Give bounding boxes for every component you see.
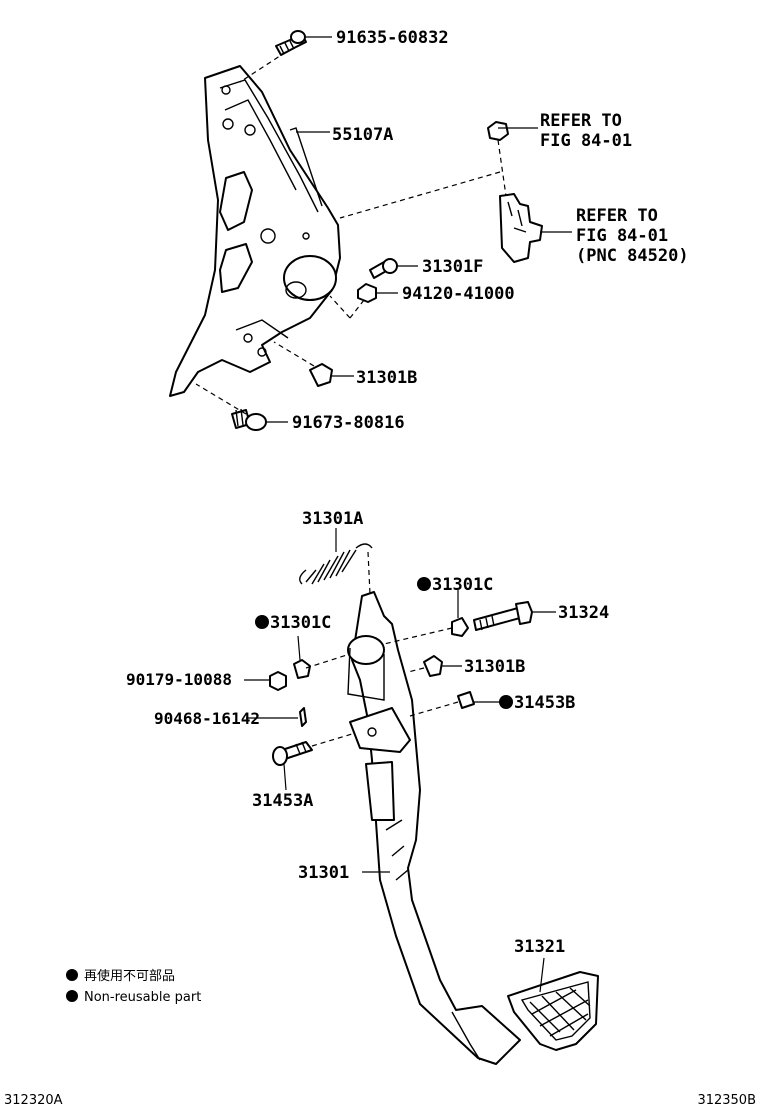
switch-nut: [487, 121, 509, 141]
screw-91635: [275, 30, 307, 56]
label-31301: 31301: [298, 863, 349, 883]
label-31301B-top: 31301B: [356, 368, 417, 388]
pedal-arm: [347, 591, 521, 1065]
label-refer-1a: REFER TO: [540, 111, 622, 131]
label-31453B: 31453B: [514, 693, 575, 713]
legend-dot-2: [66, 990, 78, 1002]
nut-94120: [357, 283, 377, 303]
label-refer-1b: FIG 84-01: [540, 131, 632, 151]
label-31301B-bottom: 31301B: [464, 657, 525, 677]
label-94120: 94120-41000: [402, 284, 515, 304]
non-reusable-mark: [255, 615, 269, 629]
label-55107A: 55107A: [332, 125, 393, 145]
label-31301C-right: 31301C: [432, 575, 493, 595]
label-31453A: 31453A: [252, 791, 313, 811]
legend-line-1: 再使用不可部品: [84, 968, 175, 984]
cushion-31301B-bottom: [423, 655, 443, 677]
return-spring: [299, 543, 373, 585]
non-reusable-mark: [417, 577, 431, 591]
bolt-31453A: [272, 741, 313, 766]
label-91673: 91673-80816: [292, 413, 405, 433]
bolt-31301F: [369, 258, 398, 279]
label-31301C-left: 31301C: [270, 613, 331, 633]
label-90179: 90179-10088: [126, 670, 232, 689]
collar-31301C-left: [293, 659, 311, 679]
bushing-31453B: [457, 691, 475, 709]
pedal-bracket: [169, 65, 341, 397]
pedal-pad: [507, 971, 599, 1051]
stop-lamp-switch: [499, 193, 543, 263]
figure-code-left: 312320A: [4, 1093, 63, 1108]
label-31301A: 31301A: [302, 509, 363, 529]
bolt-31324: [473, 601, 533, 631]
figure-code-right: 312350B: [697, 1093, 756, 1108]
nut-90179: [269, 671, 287, 691]
label-31301F: 31301F: [422, 257, 483, 277]
screw-91673: [231, 408, 267, 431]
label-31324: 31324: [558, 603, 609, 623]
label-refer-2a: REFER TO: [576, 206, 658, 226]
label-refer-2c: (PNC 84520): [576, 246, 689, 266]
legend-dot-1: [66, 969, 78, 981]
label-91635: 91635-60832: [336, 28, 449, 48]
pin-90468: [299, 707, 307, 727]
legend-line-2: Non-reusable part: [84, 990, 201, 1005]
label-refer-2b: FIG 84-01: [576, 226, 668, 246]
label-90468: 90468-16142: [154, 709, 260, 728]
collar-31301C-right: [451, 617, 469, 637]
label-31321: 31321: [514, 937, 565, 957]
cushion-31301B-top: [309, 363, 333, 387]
non-reusable-mark: [499, 695, 513, 709]
